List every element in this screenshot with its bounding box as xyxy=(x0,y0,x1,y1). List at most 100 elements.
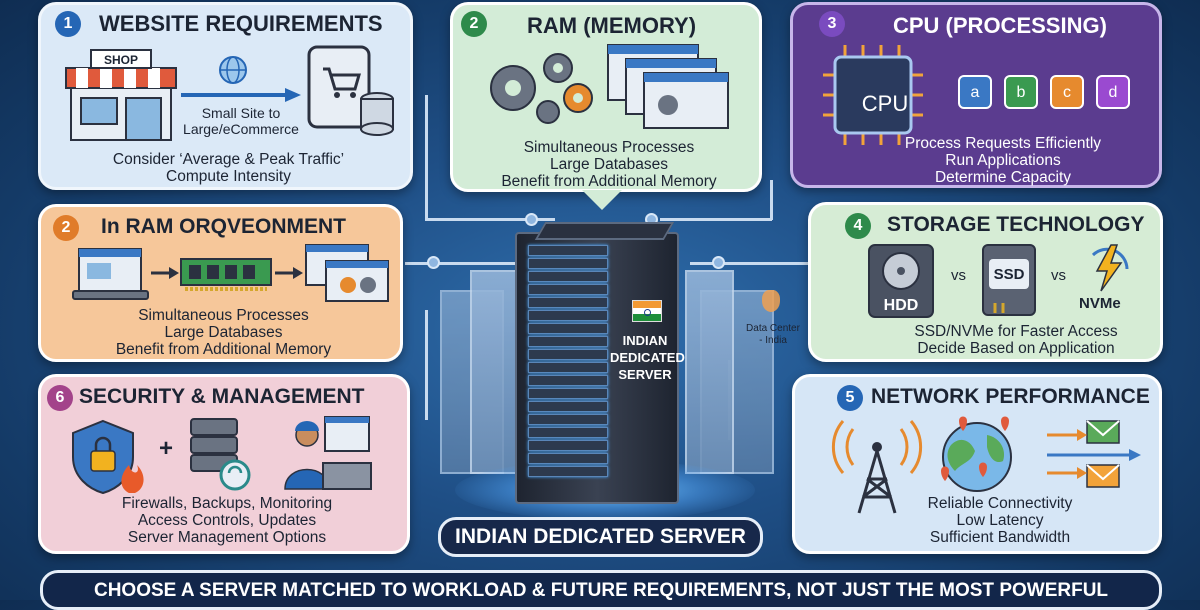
antenna-tower-icon xyxy=(831,420,923,514)
step-number-badge: 4 xyxy=(845,213,871,239)
cpu-core-b: b xyxy=(1004,75,1038,109)
processes-windows-icon xyxy=(305,244,389,302)
lightning-icon xyxy=(1091,244,1129,292)
windows-icon xyxy=(607,44,729,129)
description-line: Access Controls, Updates xyxy=(137,512,317,529)
server-bay xyxy=(528,336,608,347)
datacenter-line: - India xyxy=(759,335,787,346)
server-bay xyxy=(528,375,608,386)
description-line: Simultaneous Processes xyxy=(523,139,695,156)
ssd-icon xyxy=(982,244,1036,316)
laptop-icon xyxy=(72,248,149,300)
step-number-badge: 6 xyxy=(47,385,73,411)
description-line: Decide Based on Application xyxy=(917,340,1115,357)
hdd-icon xyxy=(868,244,934,318)
server-bay xyxy=(528,362,608,373)
connector-node xyxy=(712,256,725,269)
shield-lock-icon xyxy=(72,419,144,495)
card-in-ram: 2 In RAM ORQVEONMENT Simultaneous Proces… xyxy=(38,204,403,362)
growth-caption: Small Site to Large/eCommerce xyxy=(171,105,311,137)
caption-line: Small Site to xyxy=(201,105,281,121)
description-line: Large Databases xyxy=(549,156,669,173)
cpu-chip-label: CPU xyxy=(861,91,909,116)
server-bay xyxy=(528,401,608,412)
description-line: Process Requests Efficiently xyxy=(904,135,1102,152)
server-label-line: DEDICATED xyxy=(610,350,685,365)
card-title: NETWORK PERFORMANCE xyxy=(871,385,1150,408)
shop-icon xyxy=(65,49,177,141)
server-bay xyxy=(528,440,608,451)
connector-line xyxy=(425,95,428,220)
step-number-badge: 2 xyxy=(461,11,487,37)
arrow-right-icon xyxy=(151,267,179,279)
server-bay xyxy=(528,245,608,256)
data-transfer-icon xyxy=(1047,420,1141,488)
card-title: STORAGE TECHNOLOGY xyxy=(887,213,1145,236)
india-map-icon xyxy=(762,290,780,312)
footer-text: CHOOSE A SERVER MATCHED TO WORKLOAD & FU… xyxy=(93,580,1109,601)
card-pointer xyxy=(582,190,622,210)
backup-server-icon xyxy=(190,418,251,491)
description-line: Reliable Connectivity xyxy=(927,495,1073,512)
card-description: Simultaneous Processes Large Databases B… xyxy=(41,307,406,358)
card-title: SECURITY & MANAGEMENT xyxy=(79,385,365,408)
description-line: Large Databases xyxy=(164,324,283,341)
datacenter-label: Data Center - India xyxy=(733,323,813,347)
background-rack xyxy=(685,270,734,474)
card-description: Simultaneous Processes Large Databases B… xyxy=(453,139,765,190)
description-line: Benefit from Additional Memory xyxy=(501,173,717,190)
footer-banner: CHOOSE A SERVER MATCHED TO WORKLOAD & FU… xyxy=(40,570,1162,610)
ecommerce-tablet-icon xyxy=(307,45,394,136)
card-network-performance: 5 NETWORK PERFORMANCE Reliable Connectiv… xyxy=(792,374,1162,554)
card-description: SSD/NVMe for Faster Access Decide Based … xyxy=(871,323,1161,357)
description-line: Benefit from Additional Memory xyxy=(115,341,332,358)
server-bay xyxy=(528,466,608,477)
step-number-badge: 5 xyxy=(837,385,863,411)
description-line: Compute Intensity xyxy=(166,168,291,185)
arrow-right-icon xyxy=(181,88,301,102)
description-line: SSD/NVMe for Faster Access xyxy=(914,323,1118,340)
card-ram-memory: 2 RAM (MEMORY) Simultaneous Processes La… xyxy=(450,2,762,192)
admin-user-icon xyxy=(284,416,372,490)
server-tower-top xyxy=(534,222,675,240)
card-title: RAM (MEMORY) xyxy=(527,13,697,38)
connector-line xyxy=(405,262,515,265)
ram-module-icon xyxy=(180,258,272,291)
step-number-badge: 3 xyxy=(819,11,845,37)
description-line: Consider ‘Average & Peak Traffic’ xyxy=(112,151,345,168)
server-banner-text: INDIAN DEDICATED SERVER xyxy=(455,525,746,548)
server-bay xyxy=(528,388,608,399)
server-bay xyxy=(528,414,608,425)
shop-sign: SHOP xyxy=(103,53,138,67)
server-banner: INDIAN DEDICATED SERVER xyxy=(438,517,763,557)
connector-line xyxy=(425,218,555,221)
server-label: INDIAN DEDICATED SERVER xyxy=(610,332,685,383)
connector-node xyxy=(525,213,538,226)
cpu-chip-icon xyxy=(823,45,923,145)
description-line: Simultaneous Processes xyxy=(138,307,309,324)
card-security-management: 6 SECURITY & MANAGEMENT + Firewalls, Bac… xyxy=(38,374,410,554)
connector-line xyxy=(425,310,428,420)
vs-label: vs xyxy=(1051,267,1066,284)
card-description: Firewalls, Backups, Monitoring Access Co… xyxy=(41,495,413,546)
server-bay xyxy=(528,427,608,438)
ssd-label: SSD xyxy=(993,266,1025,283)
server-bay xyxy=(528,453,608,464)
server-label-line: INDIAN xyxy=(622,333,668,348)
step-number-badge: 1 xyxy=(55,11,81,37)
description-line: Sufficient Bandwidth xyxy=(929,529,1071,546)
caption-line: Large/eCommerce xyxy=(183,121,299,137)
description-line: Determine Capacity xyxy=(934,169,1072,186)
connector-line xyxy=(770,180,773,220)
connector-node xyxy=(427,256,440,269)
card-storage-technology: 4 STORAGE TECHNOLOGY HDD vs SSD vs NVMe … xyxy=(808,202,1163,362)
server-bays xyxy=(528,245,608,485)
description-line: Run Applications xyxy=(945,152,1061,169)
server-bay xyxy=(528,323,608,334)
globe-icon xyxy=(219,56,247,84)
card-description: Reliable Connectivity Low Latency Suffic… xyxy=(875,495,1125,546)
hdd-label: HDD xyxy=(883,297,919,314)
cpu-core-a: a xyxy=(958,75,992,109)
